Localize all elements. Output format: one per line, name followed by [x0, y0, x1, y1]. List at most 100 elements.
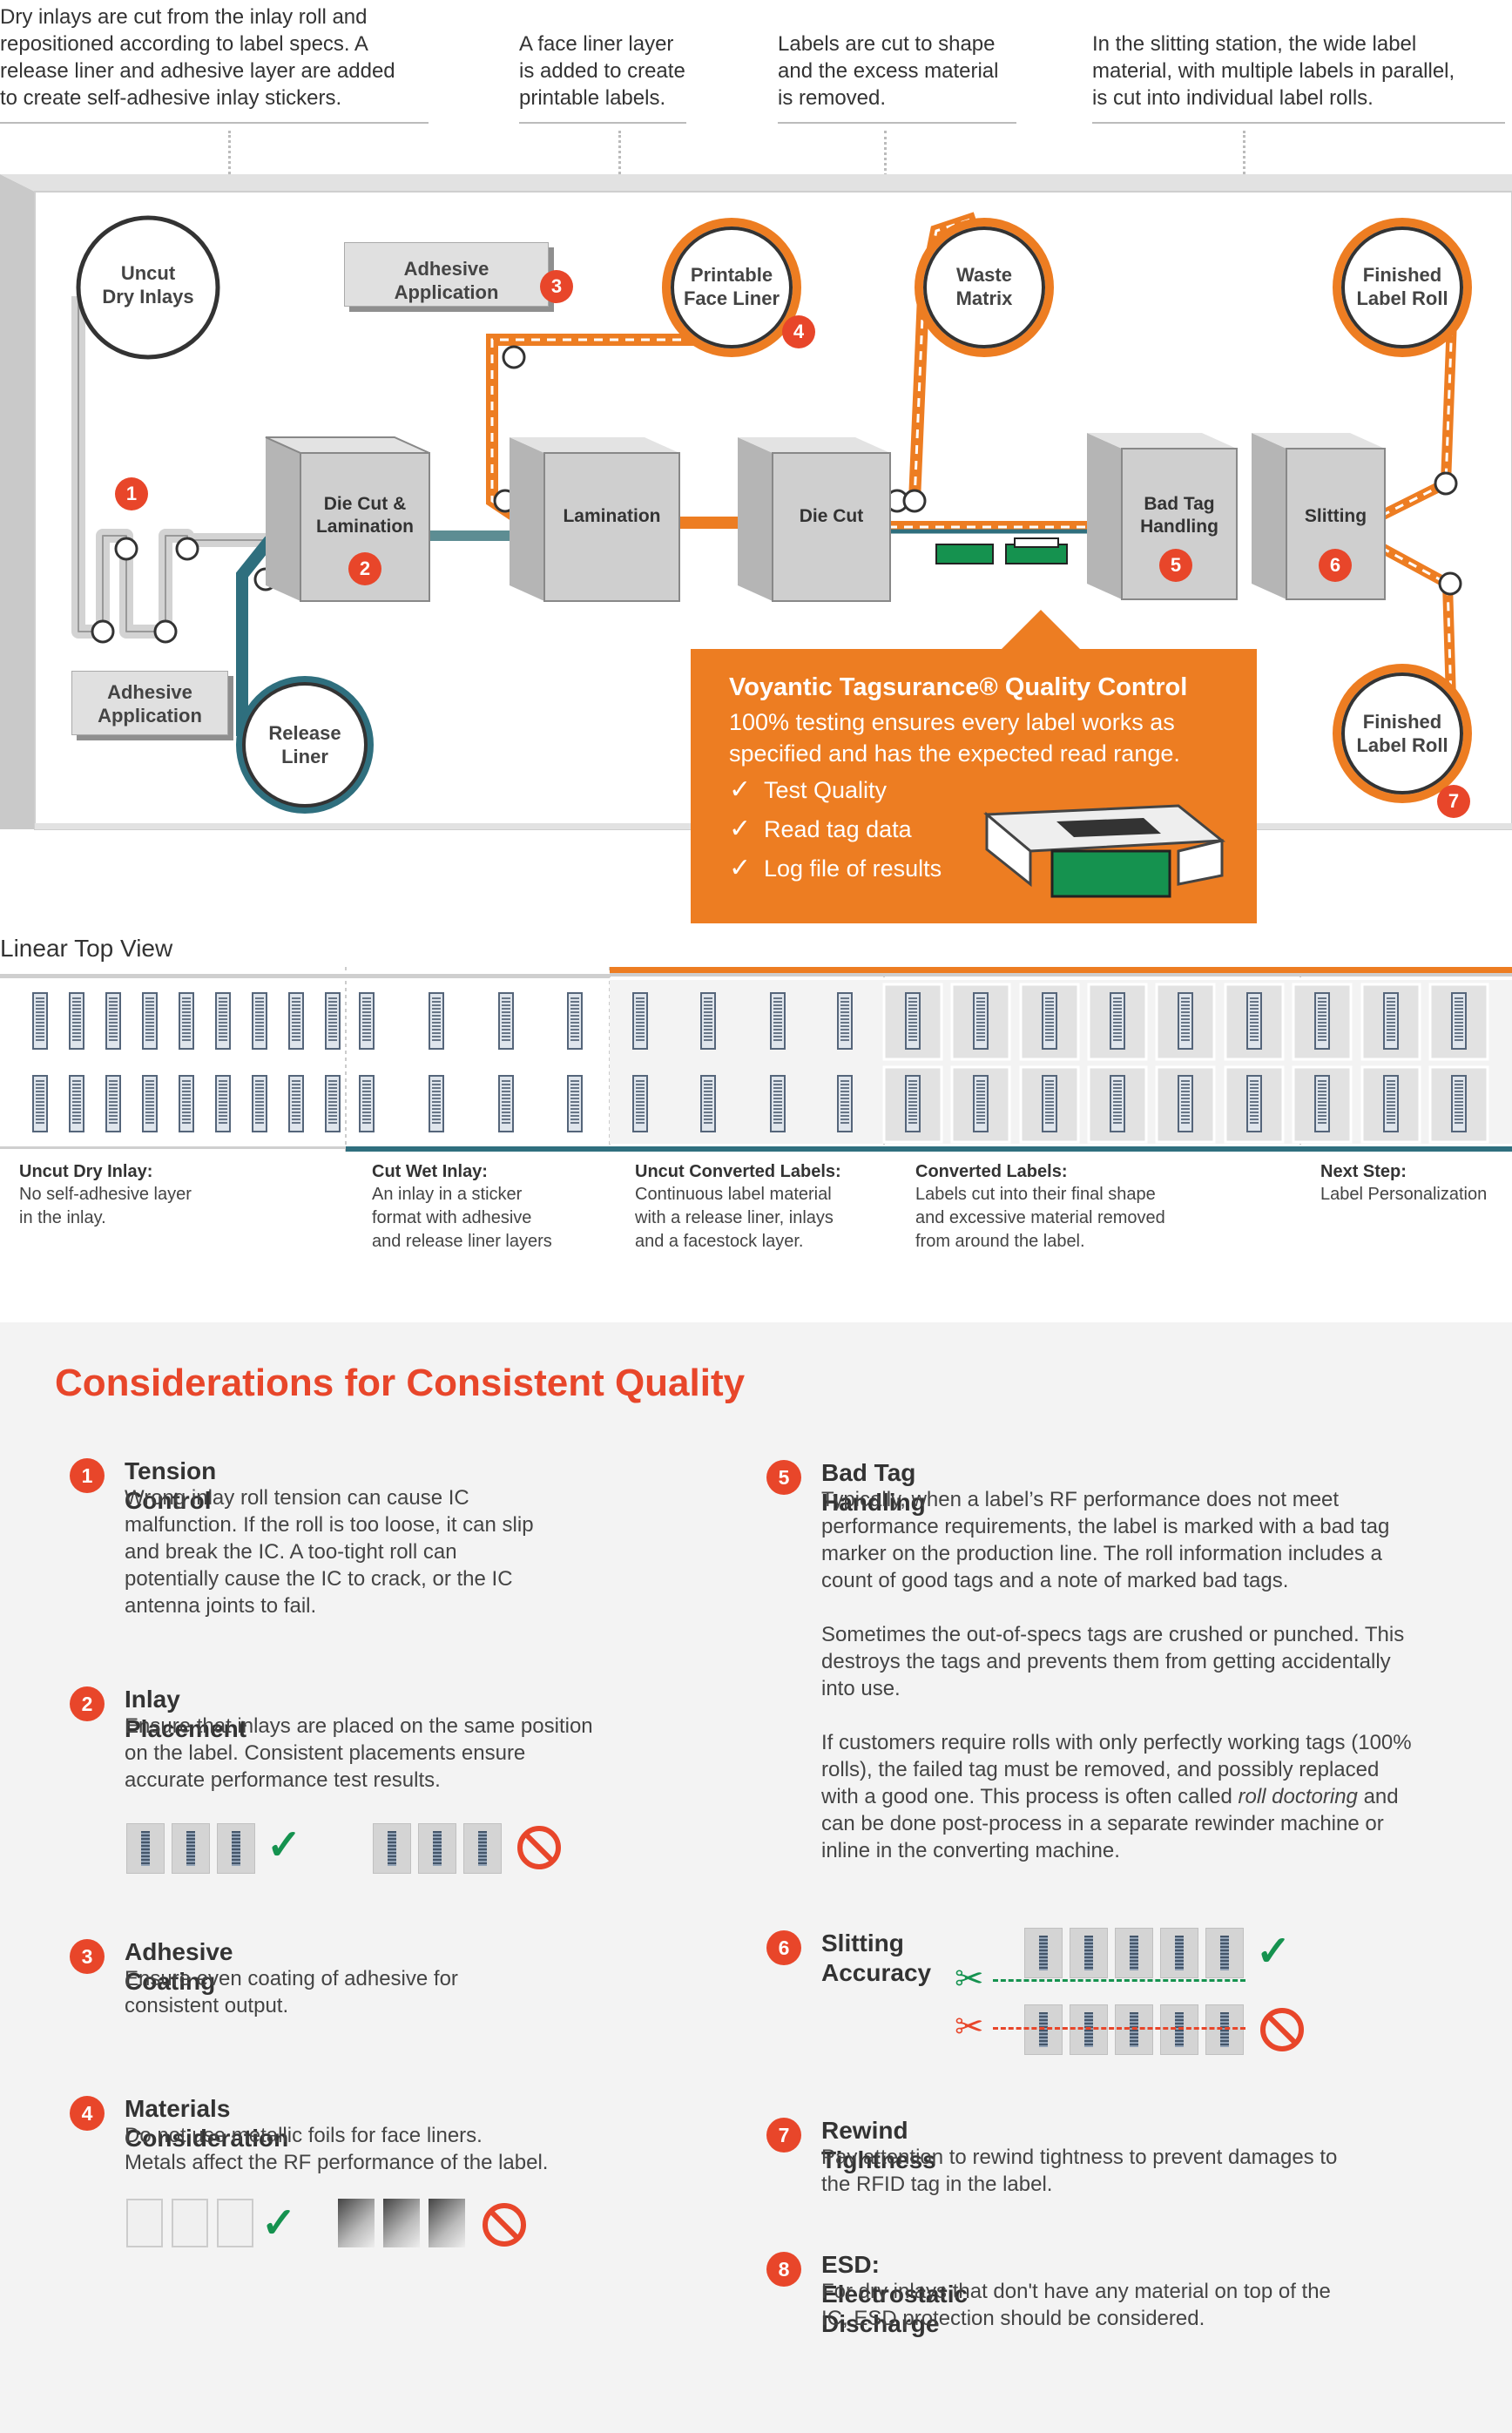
adhesive-callout-left: Adhesive Application	[71, 671, 228, 735]
roll-waste	[915, 218, 1054, 357]
wet-inlay	[567, 1075, 583, 1132]
consideration-body: Pay attention to rewind tightness to pre…	[821, 2146, 1338, 2196]
dry-inlay	[105, 1075, 121, 1132]
converted-label	[1178, 1075, 1193, 1132]
dry-inlay	[288, 1075, 304, 1132]
scissors-icon: ✂	[955, 2008, 984, 2046]
top-note-2-rule	[519, 122, 686, 124]
machine-diecut-label: Die Cut	[799, 506, 864, 526]
dry-inlay	[215, 1075, 231, 1132]
converted-label	[973, 992, 989, 1050]
dry-inlay	[32, 1075, 48, 1132]
step-badge-7: 7	[1437, 785, 1470, 818]
strip-bottom-gray	[0, 1146, 346, 1149]
dry-inlay	[252, 1075, 267, 1132]
adhesive-callout-top: Adhesive Application	[344, 242, 549, 307]
inlay-tag	[1070, 2004, 1108, 2055]
dry-inlay	[69, 992, 84, 1050]
machine-diecut	[738, 437, 891, 602]
qc-item: ✓Test Quality	[729, 773, 887, 808]
uncut-label	[700, 1075, 716, 1132]
consideration-body: Wrong inlay roll tension can cause IC ma…	[125, 1486, 534, 1618]
no-entry-icon	[483, 2203, 526, 2247]
inlay-tag	[1024, 2004, 1063, 2055]
uncut-label	[632, 992, 648, 1050]
top-note-1-rule	[0, 122, 429, 124]
consideration-title: Materials Consideration	[125, 2095, 289, 2152]
converted-label	[905, 1075, 921, 1132]
inlay-tag	[1115, 1928, 1153, 1978]
converted-label	[1110, 1075, 1125, 1132]
no-entry-icon	[1260, 2008, 1304, 2051]
qc-desc: 100% testing ensures every label works a…	[729, 709, 1180, 767]
step-badge-2: 2	[348, 552, 381, 585]
consideration-body: For dry inlays that don't have any mater…	[821, 2280, 1331, 2330]
quality-control-box: Voyantic Tagsurance® Quality Control 100…	[691, 649, 1257, 923]
dry-inlay	[69, 1075, 84, 1132]
uncut-label	[837, 992, 853, 1050]
roll-finished-top-label: Finished Label Roll	[1356, 264, 1448, 309]
machine-badtag	[1087, 433, 1238, 600]
converted-label	[1042, 1075, 1057, 1132]
converted-label	[1246, 992, 1262, 1050]
dry-inlay	[179, 1075, 194, 1132]
roll-printable	[662, 218, 801, 357]
inlay-tag	[1024, 1928, 1063, 1978]
scissors-icon: ✂	[955, 1960, 984, 1998]
consideration-body: Ensure that inlays are placed on the sam…	[125, 1714, 593, 1792]
consideration-badge: 4	[70, 2096, 105, 2131]
consideration-badge: 7	[766, 2118, 801, 2153]
strip-bottom-teal	[346, 1146, 1512, 1152]
inlay-tag	[1070, 1928, 1108, 1978]
consideration-title: Slitting Accuracy	[821, 1930, 932, 1986]
inlay-tag	[463, 1823, 502, 1874]
inlay-tag	[1205, 2004, 1244, 2055]
converted-label	[1314, 1075, 1330, 1132]
top-note-2: A face liner layer is added to create pr…	[519, 32, 685, 110]
stage-converted: Converted Labels: Labels cut into their …	[915, 1162, 1165, 1251]
consideration-body: Typically, when a label’s RF performance…	[821, 1488, 1412, 1862]
roll-release	[236, 676, 374, 814]
step-badge-3: 3	[540, 270, 573, 303]
dry-inlay	[105, 992, 121, 1050]
slit-line-good	[993, 1979, 1245, 1982]
roll-printable-label: Printable Face Liner	[683, 264, 780, 309]
inline-reader-icon	[935, 537, 1068, 564]
check-icon: ✓	[729, 775, 752, 804]
check-icon: ✓	[729, 814, 752, 843]
dry-inlay	[142, 992, 158, 1050]
consideration-title: Bad Tag Handling	[821, 1459, 926, 1516]
roll-waste-label: Waste Matrix	[955, 264, 1013, 309]
linear-view-title: Linear Top View	[0, 935, 173, 962]
consideration-title: Tension Control	[125, 1457, 217, 1514]
machine-slitting-label: Slitting	[1304, 506, 1367, 526]
dry-inlay	[32, 992, 48, 1050]
uncut-label	[632, 1075, 648, 1132]
inlay-tag	[172, 1823, 210, 1874]
converted-label	[1246, 1075, 1262, 1132]
stage-uncut-dry: Uncut Dry Inlay: No self-adhesive layer …	[19, 1162, 192, 1227]
roll-release-label: Release Liner	[268, 722, 341, 767]
strip-top-orange	[610, 967, 1512, 973]
check-icon: ✓	[1256, 1929, 1292, 1975]
converted-label	[1042, 992, 1057, 1050]
considerations-panel	[0, 1322, 1512, 2433]
inlay-tag	[1205, 1928, 1244, 1978]
dry-inlay	[325, 992, 341, 1050]
top-note-3: Labels are cut to shape and the excess m…	[778, 32, 999, 110]
label-sample	[126, 2199, 163, 2247]
inlay-tag	[217, 1823, 255, 1874]
dry-inlay	[142, 1075, 158, 1132]
top-note-3-rule	[778, 122, 1016, 124]
machine-diecut-lam-label: Die Cut & Lamination	[315, 494, 414, 537]
step-badge-6: 6	[1319, 549, 1352, 582]
qc-title: Voyantic Tagsurance® Quality Control	[729, 673, 1188, 701]
consideration-body: Do not use metallic foils for face liner…	[125, 2124, 549, 2174]
metal-foil-sample	[383, 2199, 420, 2247]
consideration-title: Adhesive Coating	[125, 1938, 233, 1995]
stage-uncut-converted: Uncut Converted Labels: Continuous label…	[635, 1162, 841, 1251]
slit-line-bad	[993, 2027, 1245, 2030]
wet-inlay	[359, 1075, 375, 1132]
step-badge-4: 4	[782, 315, 815, 348]
consideration-badge: 2	[70, 1686, 105, 1721]
